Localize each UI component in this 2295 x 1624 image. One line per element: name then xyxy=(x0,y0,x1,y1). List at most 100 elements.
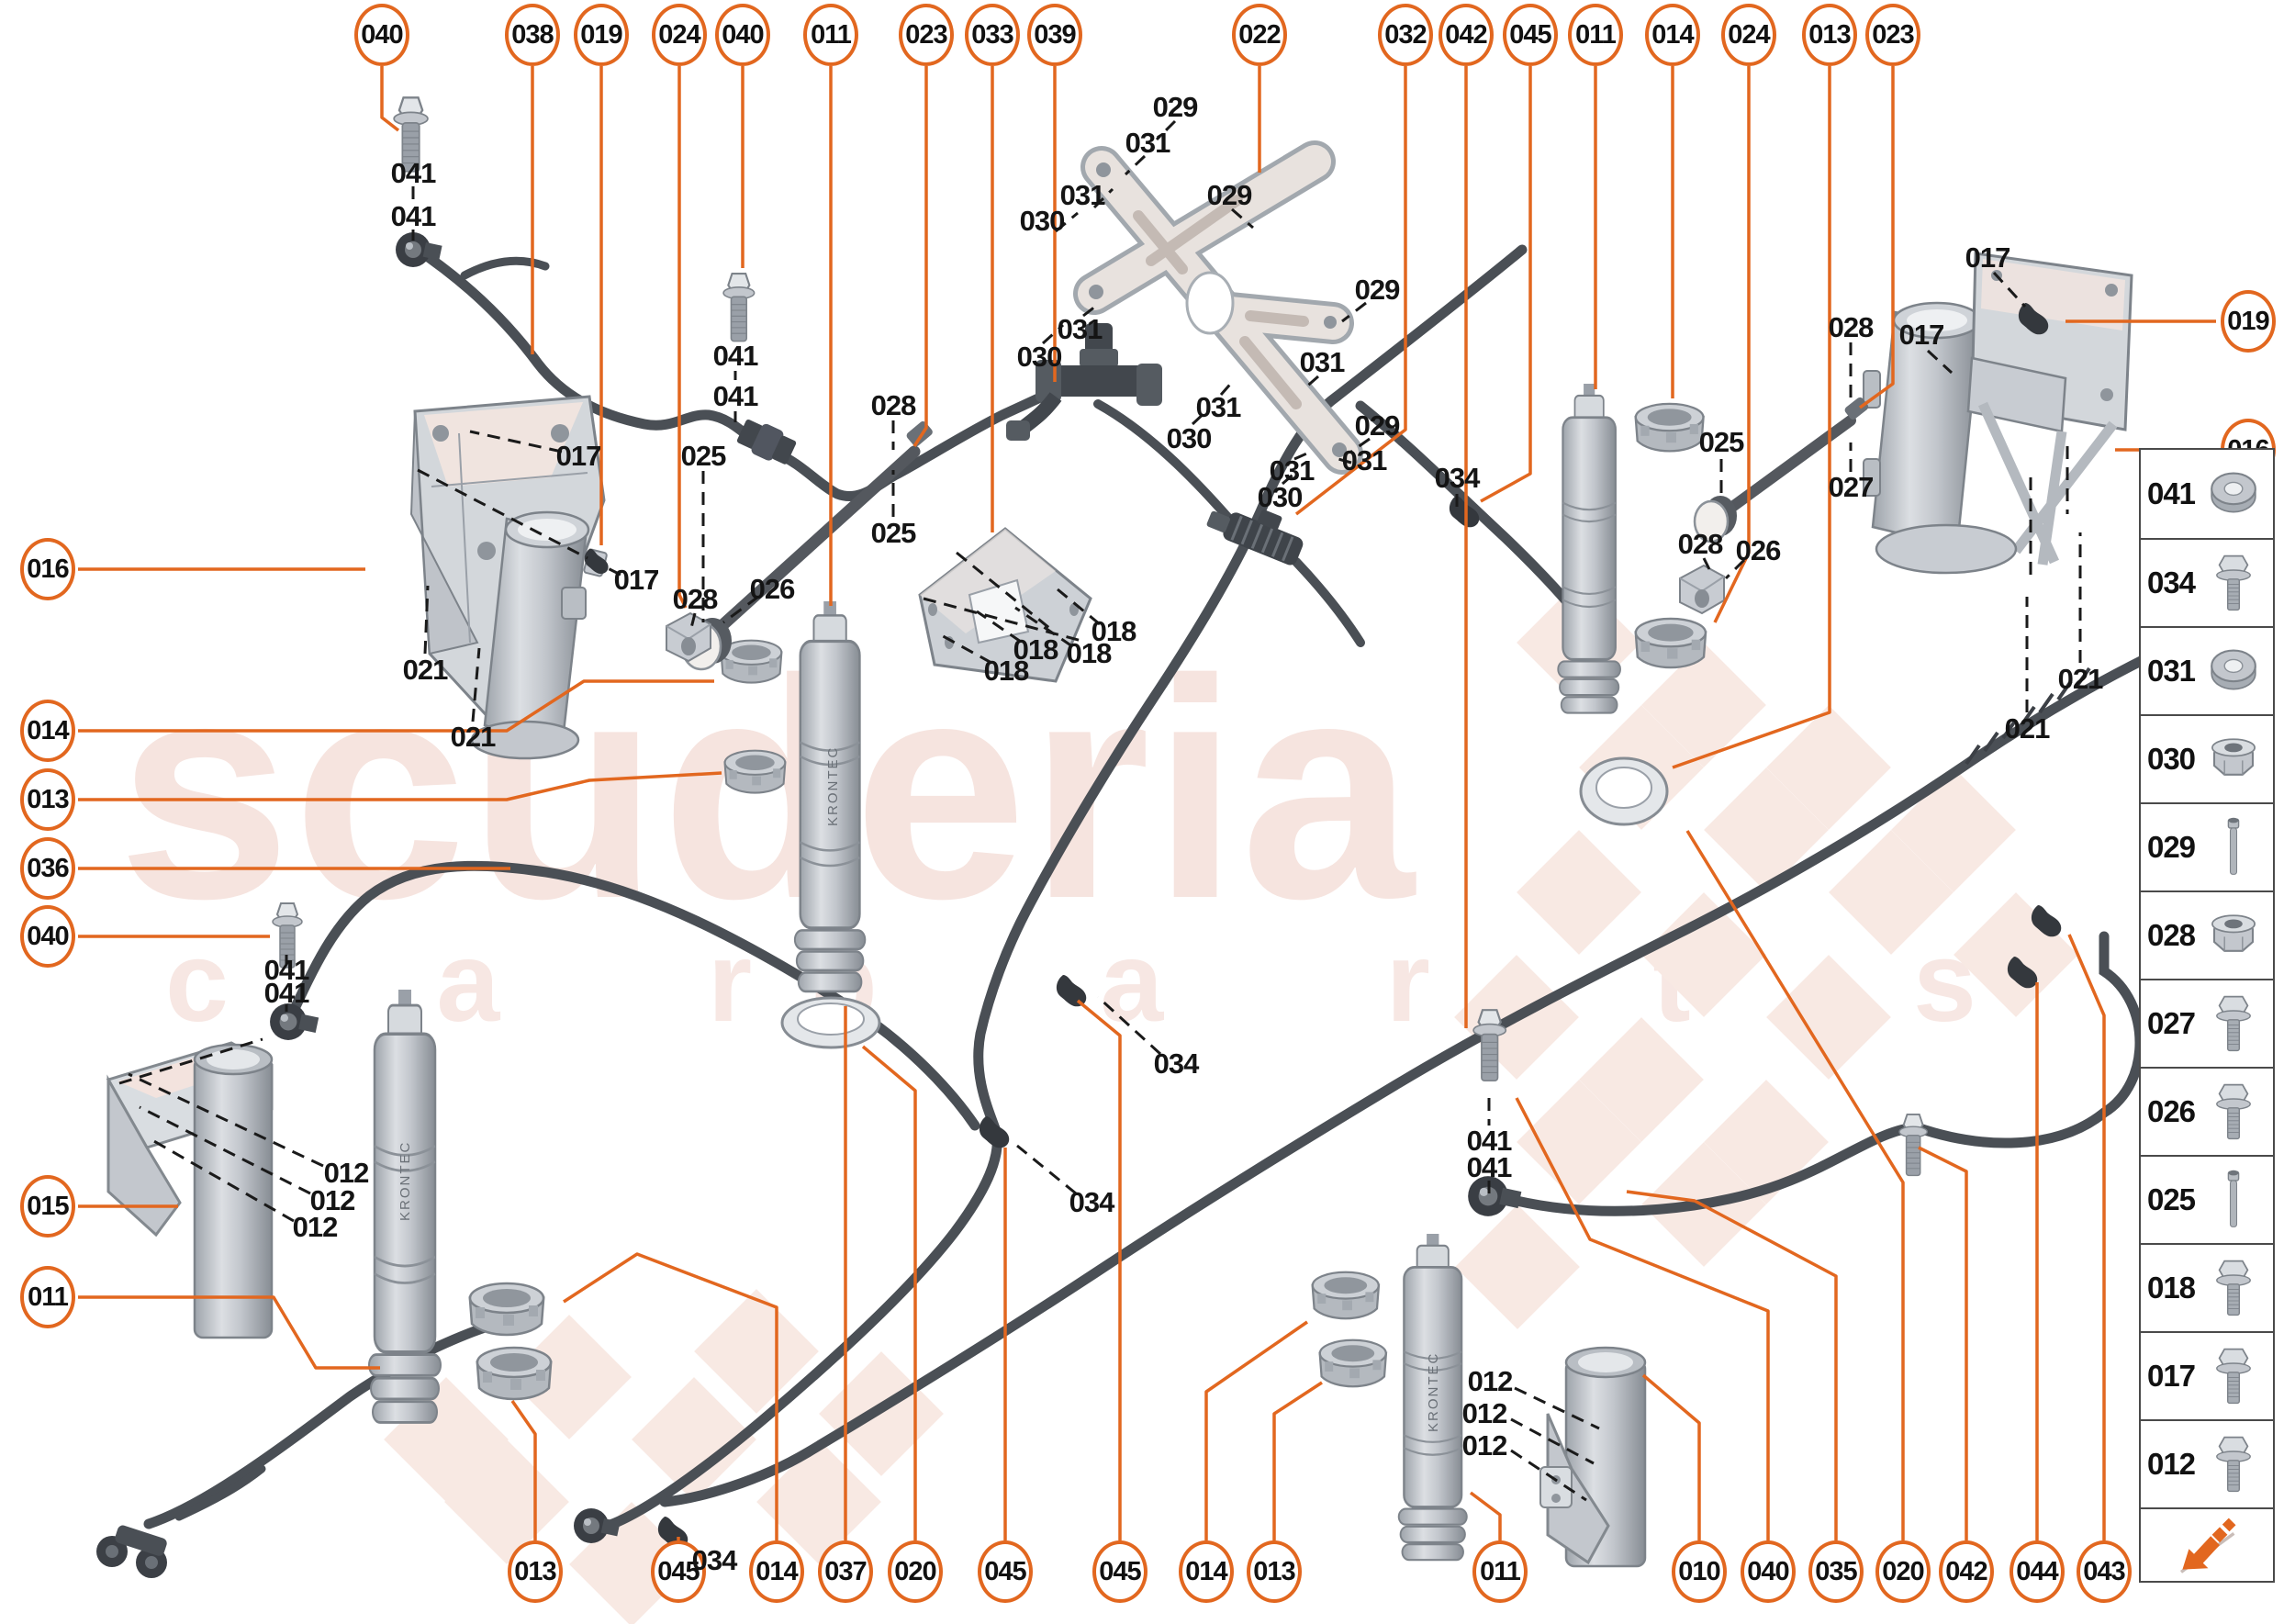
legend-footer[interactable] xyxy=(2141,1507,2273,1581)
part-label-027: 027 xyxy=(1828,471,1875,503)
callout-040[interactable]: 040 xyxy=(715,4,770,66)
callout-040[interactable]: 040 xyxy=(20,905,75,968)
pressure-valve xyxy=(1206,510,1304,566)
callout-014[interactable]: 014 xyxy=(749,1540,804,1603)
callout-043[interactable]: 043 xyxy=(2077,1540,2132,1603)
part-label-041: 041 xyxy=(1466,1151,1513,1183)
callout-019[interactable]: 019 xyxy=(574,4,629,66)
legend-row-029[interactable]: 029 xyxy=(2141,802,2273,890)
leader-lines xyxy=(78,66,2216,1540)
legend-row-031[interactable]: 031 xyxy=(2141,626,2273,714)
pin-icon xyxy=(2201,1160,2266,1239)
part-label-041: 041 xyxy=(390,200,437,232)
callout-038[interactable]: 038 xyxy=(505,4,560,66)
callout-013[interactable]: 013 xyxy=(20,768,75,831)
callout-032[interactable]: 032 xyxy=(1378,4,1433,66)
callout-014[interactable]: 014 xyxy=(1179,1540,1234,1603)
part-label-021: 021 xyxy=(402,654,449,686)
legend-row-027[interactable]: 027 xyxy=(2141,979,2273,1067)
parts-layer: KRONTEC KRONTEC KRONTEC xyxy=(96,96,2222,1578)
callout-019[interactable]: 019 xyxy=(2221,290,2276,353)
callout-045[interactable]: 045 xyxy=(1503,4,1558,66)
legend-number: 041 xyxy=(2146,476,2196,510)
part-label-034: 034 xyxy=(1153,1047,1200,1080)
legend-row-030[interactable]: 030 xyxy=(2141,714,2273,802)
mount-cylinder-right xyxy=(1539,1346,1647,1568)
callout-045[interactable]: 045 xyxy=(1092,1540,1148,1603)
part-label-030: 030 xyxy=(1257,481,1304,513)
legend-row-018[interactable]: 018 xyxy=(2141,1243,2273,1331)
callout-023[interactable]: 023 xyxy=(899,4,954,66)
callout-011[interactable]: 011 xyxy=(1472,1540,1528,1603)
bolt-icon xyxy=(2201,543,2266,622)
callout-010[interactable]: 010 xyxy=(1672,1540,1727,1603)
callout-035[interactable]: 035 xyxy=(1808,1540,1864,1603)
callout-014[interactable]: 014 xyxy=(20,700,75,762)
part-label-012: 012 xyxy=(323,1157,370,1189)
legend-row-025[interactable]: 025 xyxy=(2141,1155,2273,1243)
callout-023[interactable]: 023 xyxy=(1865,4,1920,66)
callout-011[interactable]: 011 xyxy=(20,1266,75,1328)
callout-044[interactable]: 044 xyxy=(2010,1540,2065,1603)
legend-row-041[interactable]: 041 xyxy=(2141,450,2273,538)
callout-042[interactable]: 042 xyxy=(1939,1540,1994,1603)
part-label-018: 018 xyxy=(1091,615,1137,647)
callout-033[interactable]: 033 xyxy=(965,4,1020,66)
part-label-031: 031 xyxy=(1269,454,1315,487)
callout-016[interactable]: 016 xyxy=(20,538,75,600)
callout-013[interactable]: 013 xyxy=(1247,1540,1302,1603)
mount-cylinder-left xyxy=(106,1041,274,1339)
rod-end-right xyxy=(1693,397,1869,543)
part-label-029: 029 xyxy=(1206,179,1253,211)
callout-013[interactable]: 013 xyxy=(508,1540,563,1603)
seal-ring-right xyxy=(1579,756,1669,826)
callout-024[interactable]: 024 xyxy=(1721,4,1776,66)
part-label-021: 021 xyxy=(2057,663,2104,695)
part-label-018: 018 xyxy=(1066,637,1113,669)
arrow-icon xyxy=(2159,1513,2255,1577)
legend-row-026[interactable]: 026 xyxy=(2141,1067,2273,1155)
legend-row-017[interactable]: 017 xyxy=(2141,1331,2273,1419)
callout-011[interactable]: 011 xyxy=(1568,4,1623,66)
part-label-030: 030 xyxy=(1166,422,1213,454)
part-label-031: 031 xyxy=(1125,127,1171,159)
part-label-029: 029 xyxy=(1354,274,1401,306)
part-label-017: 017 xyxy=(555,440,602,472)
callout-020[interactable]: 020 xyxy=(888,1540,943,1603)
bolt-icon xyxy=(2201,1072,2266,1151)
inline-connector xyxy=(736,419,797,465)
part-label-018: 018 xyxy=(1013,633,1059,666)
part-label-021: 021 xyxy=(450,721,497,753)
callout-042[interactable]: 042 xyxy=(1439,4,1494,66)
callout-020[interactable]: 020 xyxy=(1875,1540,1931,1603)
legend-number: 027 xyxy=(2146,1006,2196,1040)
callout-013[interactable]: 013 xyxy=(1802,4,1857,66)
part-label-017: 017 xyxy=(1898,319,1945,351)
callout-040[interactable]: 040 xyxy=(354,4,409,66)
callout-039[interactable]: 039 xyxy=(1027,4,1082,66)
part-label-025: 025 xyxy=(870,517,917,549)
legend-row-028[interactable]: 028 xyxy=(2141,890,2273,979)
callout-015[interactable]: 015 xyxy=(20,1175,75,1238)
callout-022[interactable]: 022 xyxy=(1232,4,1287,66)
legend-row-012[interactable]: 012 xyxy=(2141,1419,2273,1507)
part-label-012: 012 xyxy=(292,1211,339,1243)
part-label-012: 012 xyxy=(1461,1397,1508,1429)
callout-045[interactable]: 045 xyxy=(651,1540,706,1603)
callout-045[interactable]: 045 xyxy=(978,1540,1033,1603)
callout-036[interactable]: 036 xyxy=(20,837,75,900)
part-label-021: 021 xyxy=(2004,712,2051,745)
callout-011[interactable]: 011 xyxy=(803,4,858,66)
part-label-030: 030 xyxy=(1016,341,1063,373)
part-label-012: 012 xyxy=(309,1184,356,1216)
legend-row-034[interactable]: 034 xyxy=(2141,538,2273,626)
callout-024[interactable]: 024 xyxy=(652,4,707,66)
brand-text: KRONTEC xyxy=(397,1141,413,1221)
part-label-041: 041 xyxy=(712,380,759,412)
callout-014[interactable]: 014 xyxy=(1645,4,1700,66)
part-label-034: 034 xyxy=(1434,462,1481,494)
callout-037[interactable]: 037 xyxy=(818,1540,873,1603)
pin-icon xyxy=(2201,808,2266,887)
callout-040[interactable]: 040 xyxy=(1741,1540,1796,1603)
